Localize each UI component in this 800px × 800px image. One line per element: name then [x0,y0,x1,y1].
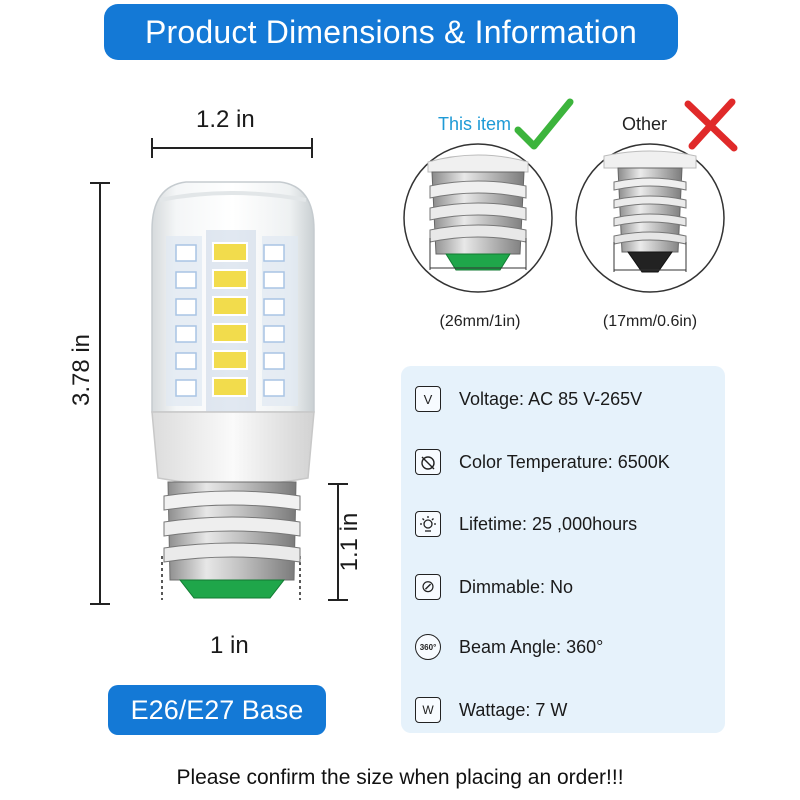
this-item-socket-circle [403,143,553,293]
spec-row-lifetime: Lifetime: 25 ,000hours [415,509,637,539]
color-temperature-icon [415,449,441,475]
base-type-badge: E26/E27 Base [108,685,326,735]
spec-row-color-temperature: Color Temperature: 6500K [415,447,670,477]
other-size-caption: (17mm/0.6in) [602,313,698,330]
dimmable-icon: ⊘ [415,574,441,600]
bulb-collar [151,411,315,486]
led-chips-side [175,244,285,397]
spec-text-beam-angle: Beam Angle: 360° [459,636,604,657]
other-label: Other [622,114,668,134]
spec-text-dimmable: Dimmable: No [459,576,574,597]
spec-row-voltage: V Voltage: AC 85 V-265V [415,384,642,414]
spec-row-dimmable: ⊘ Dimmable: No [415,572,573,602]
this-item-size-caption: (26mm/1in) [439,313,521,330]
spec-text-lifetime: Lifetime: 25 ,000hours [459,513,638,534]
this-item-label: This item [438,114,512,134]
spec-text-wattage: Wattage: 7 W [459,699,568,720]
height-dimension-label: 3.78 in [68,333,95,407]
spec-row-beam-angle: 360° Beam Angle: 360° [415,632,603,662]
base-height-dimension-label: 1.1 in [336,512,363,572]
wattage-icon: W [415,697,441,723]
spec-text-color-temperature: Color Temperature: 6500K [459,451,670,472]
bulb-diagram [90,138,348,605]
width-dimension-label: 1.2 in [196,106,255,133]
spec-text-voltage: Voltage: AC 85 V-265V [459,388,643,409]
other-socket-circle [575,143,725,293]
screw-base [163,481,301,599]
cross-mark-icon [684,98,738,152]
spec-panel: V Voltage: AC 85 V-265V Color Temperatur… [401,366,725,733]
beam-angle-icon: 360° [415,634,441,660]
page-title: Product Dimensions & Information [104,4,678,60]
led-chips-center [212,242,248,397]
voltage-icon: V [415,386,441,412]
spec-row-wattage: W Wattage: 7 W [415,695,567,725]
footer-note: Please confirm the size when placing an … [176,766,624,789]
base-width-dimension-label: 1 in [210,632,249,659]
lifetime-icon [415,511,441,537]
check-mark-icon [514,98,574,150]
